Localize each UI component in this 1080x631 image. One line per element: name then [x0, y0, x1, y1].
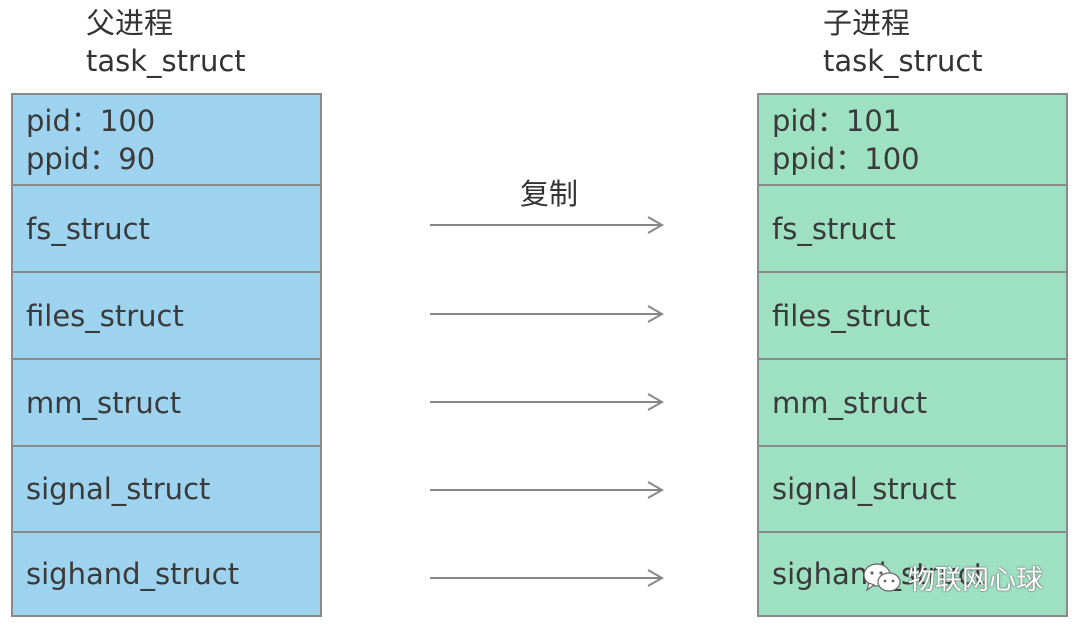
- child-ppid: ppid：100: [772, 141, 920, 176]
- child-subtitle-label: task_struct: [823, 44, 983, 78]
- copy-arrow-files: [430, 305, 665, 323]
- parent-field-mm: mm_struct: [13, 358, 320, 445]
- parent-title-label: 父进程: [86, 6, 174, 40]
- parent-field-signal: signal_struct: [13, 445, 320, 531]
- wechat-icon: [863, 562, 901, 592]
- watermark-text: 物联网心球: [908, 565, 1043, 596]
- child-field-fs: fs_struct: [759, 184, 1066, 271]
- child-id-cell: pid：101 ppid：100: [759, 95, 1066, 184]
- watermark: 物联网心球: [862, 558, 1043, 597]
- copy-arrow-fs: [430, 216, 665, 234]
- child-task-struct-table: pid：101 ppid：100 fs_struct files_struct …: [757, 93, 1068, 617]
- parent-subtitle-label: task_struct: [86, 44, 246, 78]
- copy-arrow-mm: [430, 393, 665, 411]
- copy-label: 复制: [520, 177, 579, 211]
- parent-task-struct-table: pid：100 ppid：90 fs_struct files_struct m…: [11, 93, 322, 617]
- parent-field-sighand: sighand_struct: [13, 531, 320, 615]
- parent-ppid: ppid：90: [26, 141, 156, 176]
- parent-id-cell: pid：100 ppid：90: [13, 95, 320, 184]
- child-pid: pid：101: [772, 103, 902, 138]
- parent-field-files: files_struct: [13, 271, 320, 358]
- parent-pid: pid：100: [26, 103, 156, 138]
- child-field-signal: signal_struct: [759, 445, 1066, 531]
- child-field-files: files_struct: [759, 271, 1066, 358]
- copy-arrow-sighand: [430, 569, 665, 587]
- child-field-mm: mm_struct: [759, 358, 1066, 445]
- child-title: 子进程 task_struct: [823, 4, 983, 80]
- parent-title: 父进程 task_struct: [86, 4, 246, 80]
- parent-field-fs: fs_struct: [13, 184, 320, 271]
- copy-arrow-signal: [430, 481, 665, 499]
- child-title-label: 子进程: [823, 6, 911, 40]
